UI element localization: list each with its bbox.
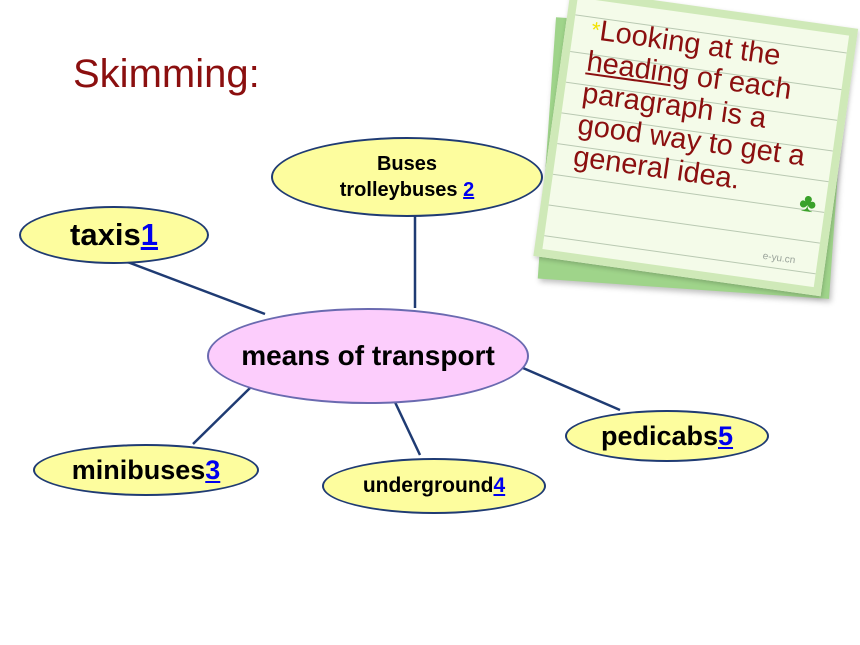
node-underground-number-link[interactable]: 4 — [493, 474, 506, 497]
center-label: means of transport — [241, 340, 495, 371]
connector-minibuses — [192, 387, 251, 445]
slide-title: Skimming: — [73, 52, 260, 96]
node-taxis: taxis1 — [19, 206, 209, 264]
clover-icon: ♣ — [797, 186, 819, 219]
node-underground: underground4 — [322, 458, 546, 514]
note-brand: e-yu.cn — [761, 250, 796, 267]
node-buses: Buses trolleybuses 2 — [271, 137, 543, 217]
connector-pedicabs — [522, 366, 621, 412]
node-minibuses-number-link[interactable]: 3 — [205, 454, 221, 485]
node-minibuses: minibuses3 — [33, 444, 259, 496]
node-minibuses-label: minibuses — [71, 454, 206, 485]
node-buses-line2: trolleybuses — [339, 179, 464, 201]
note-paper: *Looking at the heading of each paragrap… — [533, 0, 859, 297]
node-buses-line1: Buses — [376, 153, 437, 175]
node-underground-label: underground — [362, 474, 494, 497]
node-taxis-label: taxis — [70, 217, 141, 252]
node-pedicabs: pedicabs5 — [565, 410, 769, 462]
node-taxis-number-link[interactable]: 1 — [140, 217, 158, 252]
node-buses-number-link[interactable]: 2 — [463, 179, 475, 201]
connector-underground — [392, 399, 422, 456]
node-pedicabs-number-link[interactable]: 5 — [718, 420, 734, 451]
node-center: means of transport — [207, 308, 529, 404]
note-text: *Looking at the heading of each paragrap… — [571, 14, 853, 209]
tip-note-card: *Looking at the heading of each paragrap… — [532, 0, 860, 308]
node-pedicabs-label: pedicabs — [600, 420, 718, 451]
connector-taxis — [116, 256, 266, 316]
